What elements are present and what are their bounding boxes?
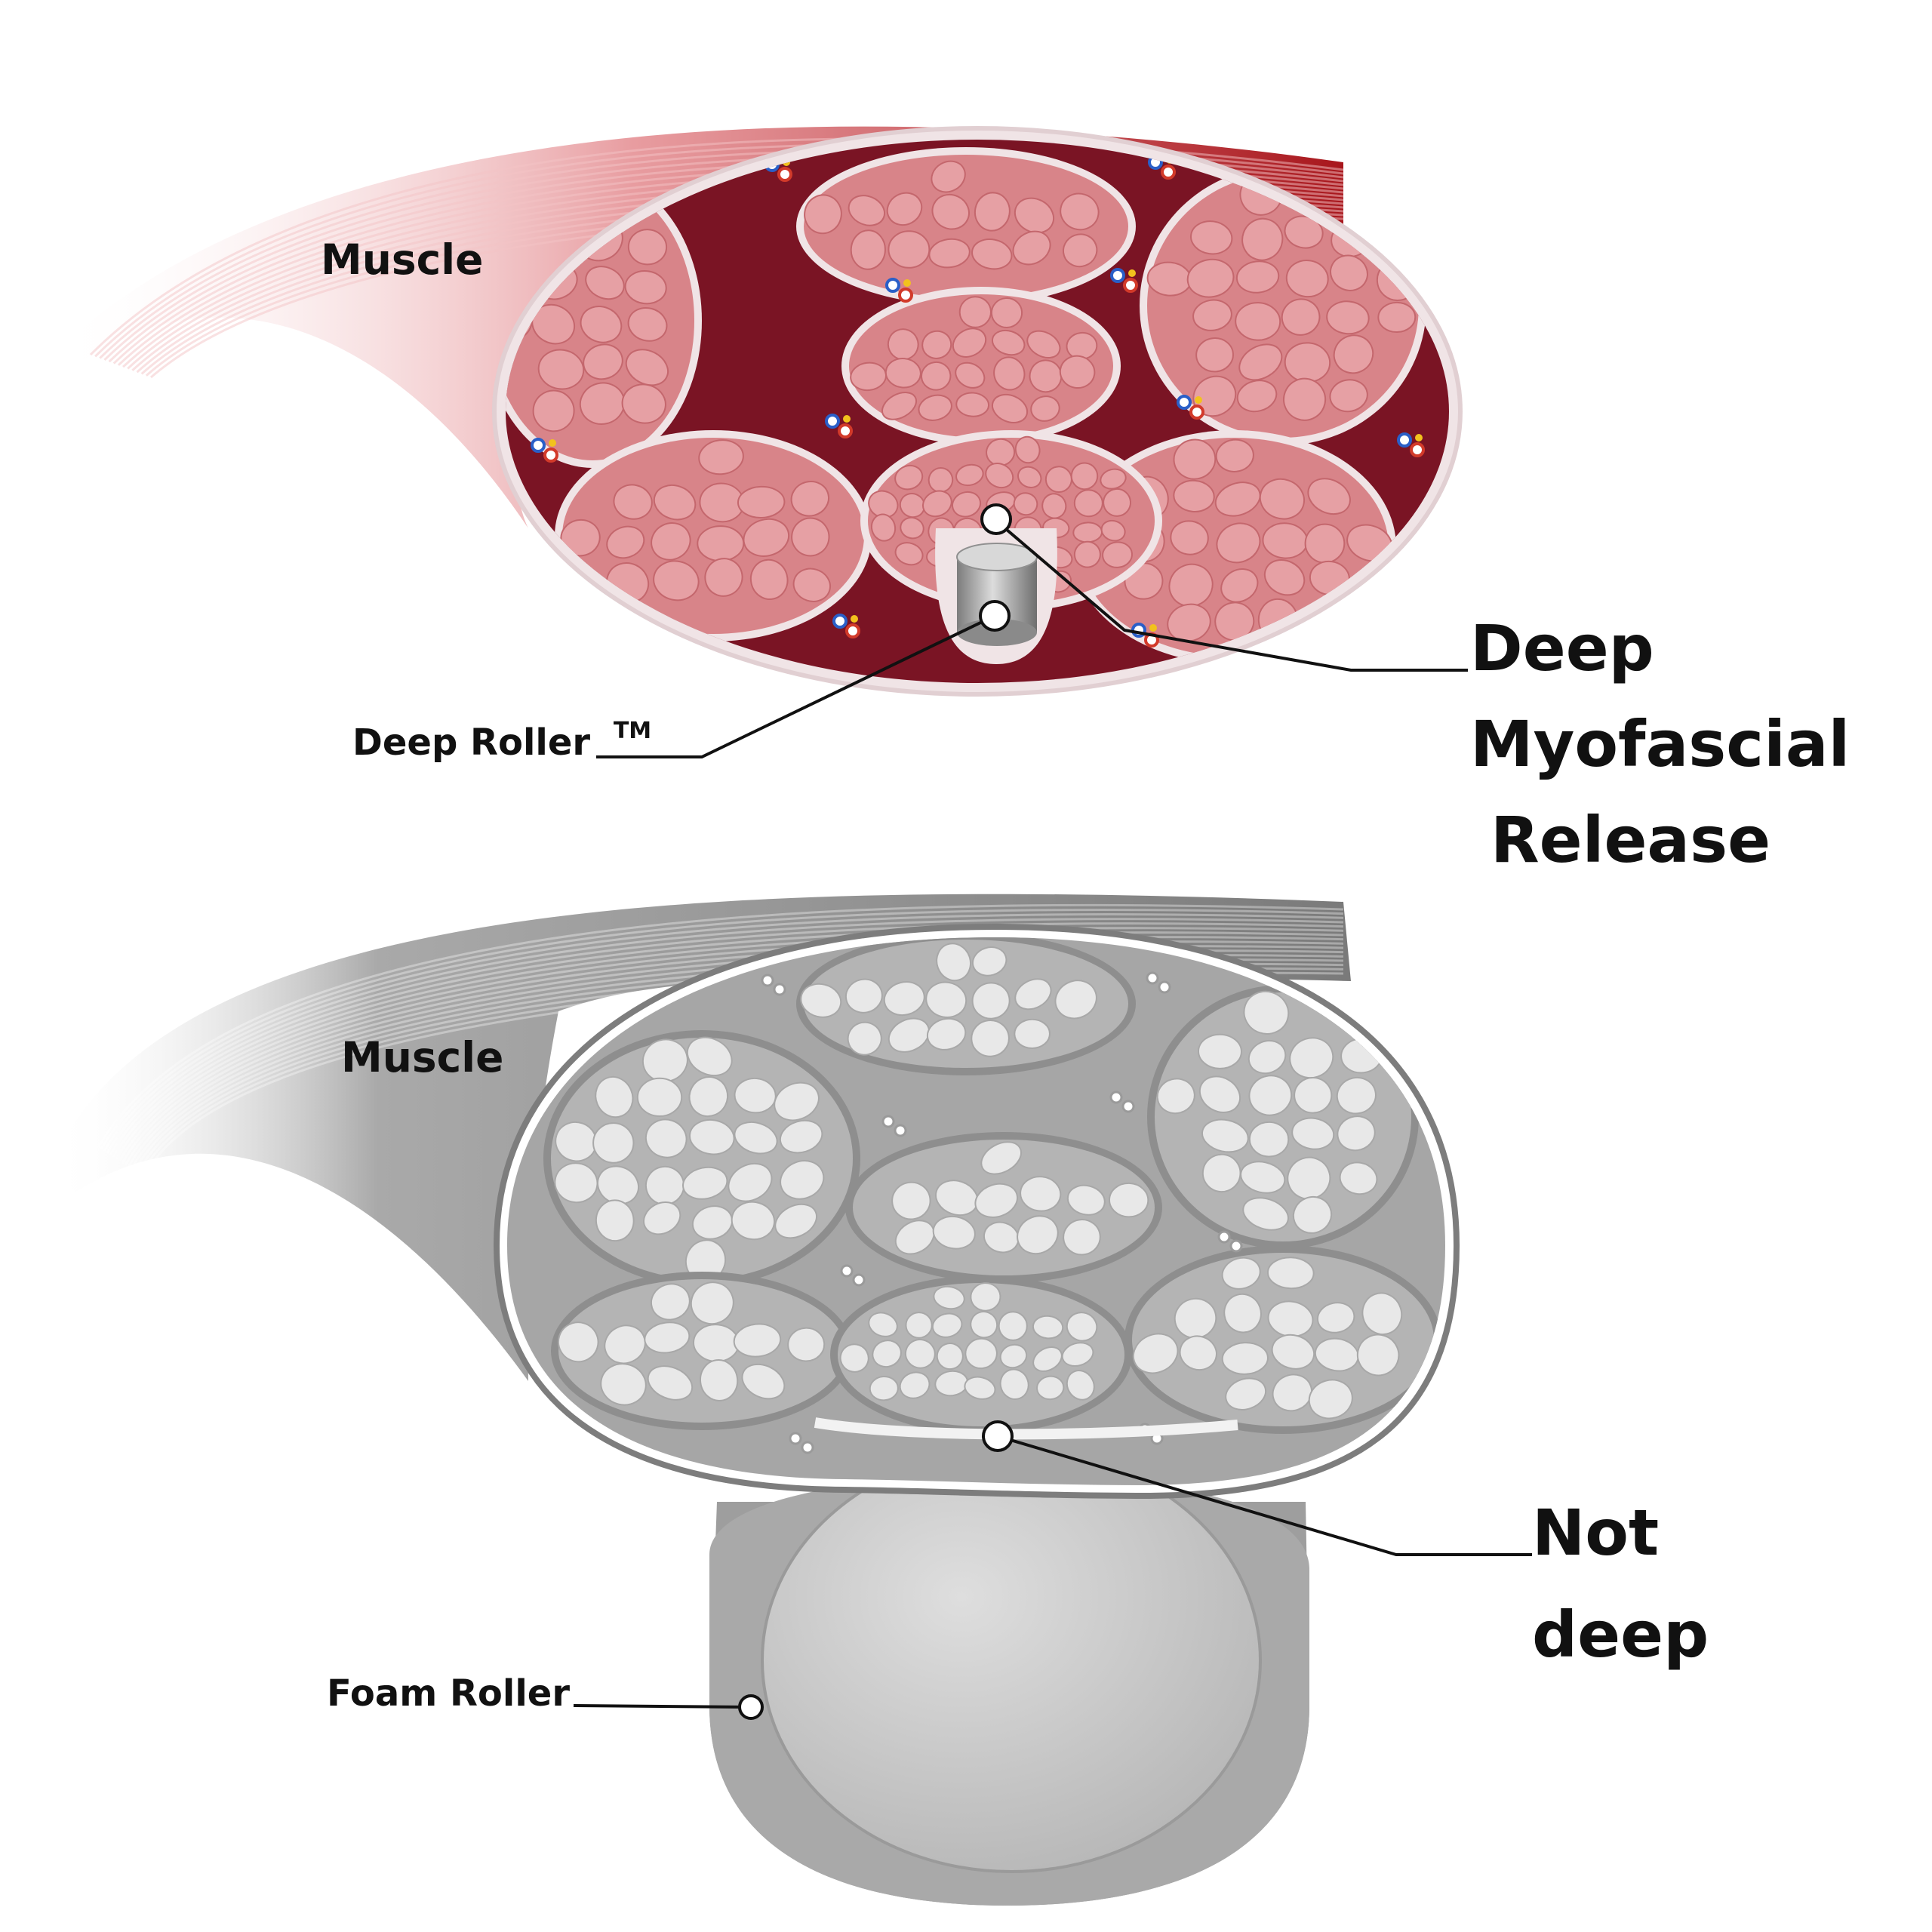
callout-dot-icon <box>982 1420 1014 1452</box>
fascicle-5 <box>555 430 872 641</box>
result-line-2: deep <box>1532 1598 1709 1672</box>
top-muscle-cross-section <box>492 126 1463 697</box>
callout-dot-icon <box>979 600 1011 632</box>
top-muscle-label: Muscle <box>321 235 483 284</box>
fascicle-2 <box>796 147 1136 306</box>
blood-vessel-icon <box>832 614 860 638</box>
blood-vessel-icon <box>1109 1091 1135 1113</box>
deep-roller-label: Deep Roller TM <box>352 718 651 764</box>
not-deep-label: Not deep <box>1532 1496 1709 1672</box>
trademark-mark: TM <box>614 718 651 744</box>
result-line-2: Myofascial <box>1470 707 1850 781</box>
callout-dot-icon <box>738 1694 764 1720</box>
blood-vessel-icon <box>531 438 558 463</box>
fascicle-5 <box>551 1272 853 1430</box>
blood-vessel-icon <box>1217 1230 1243 1253</box>
fascicle-4 <box>845 1132 1162 1283</box>
top-panel: Muscle Deep Roller TM Deep Myofascial Re… <box>53 126 1872 877</box>
blood-vessel-icon <box>789 1432 814 1454</box>
result-line-1: Not <box>1532 1496 1659 1570</box>
fascicle-3 <box>1147 985 1419 1249</box>
fascicle-6 <box>1124 1245 1441 1434</box>
result-line-1: Deep <box>1470 611 1654 685</box>
fascicle-7 <box>830 1275 1132 1434</box>
fascicle-2 <box>796 937 1136 1075</box>
bottom-callouts <box>573 1435 1532 1709</box>
top-callouts <box>596 519 1468 758</box>
bottom-panel: Muscle Foam Roller Not deep <box>53 894 1709 1906</box>
foam-roller-icon <box>709 1447 1309 1906</box>
bottom-muscle-cross-section <box>493 923 1460 1500</box>
fascicle-4 <box>841 287 1121 445</box>
result-line-3: Release <box>1491 803 1770 877</box>
foam-roller-label: Foam Roller <box>327 1672 570 1715</box>
blood-vessel-icon <box>840 1264 866 1287</box>
blood-vessel-icon <box>885 278 913 303</box>
bottom-muscle-label: Muscle <box>341 1033 503 1081</box>
deep-myofascial-release-label: Deep Myofascial Release <box>1470 611 1872 877</box>
blood-vessel-icon <box>1146 971 1171 994</box>
blood-vessel-icon <box>1177 395 1204 420</box>
fascicle-1 <box>543 1030 860 1287</box>
blood-vessel-icon <box>1110 268 1138 293</box>
callout-dot-icon <box>980 503 1012 535</box>
blood-vessel-icon <box>881 1115 907 1137</box>
blood-vessel-icon <box>761 974 786 996</box>
blood-vessel-icon <box>1397 432 1425 457</box>
blood-vessel-icon <box>825 414 853 438</box>
